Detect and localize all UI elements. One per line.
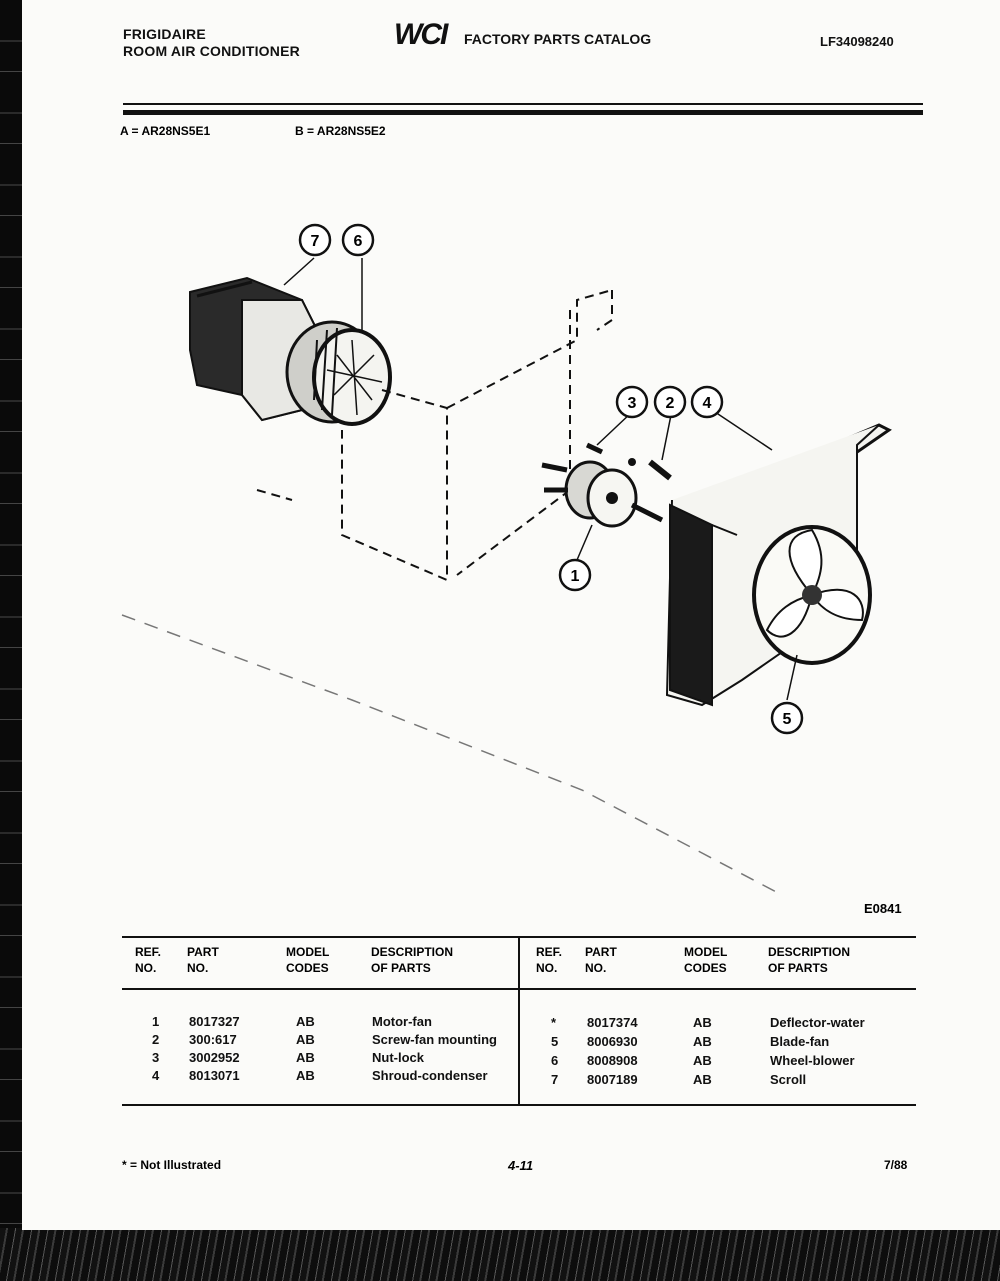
table-cell-ref: 7	[551, 1072, 559, 1087]
catalog-title: FACTORY PARTS CATALOG	[464, 31, 652, 47]
svg-text:7: 7	[311, 233, 320, 250]
table-cell-model: AB	[693, 1053, 712, 1068]
svg-text:3: 3	[628, 395, 637, 412]
table-cell-part: 300:617	[189, 1032, 237, 1047]
model-b-label: B = AR28NS5E2	[295, 124, 386, 138]
callout-7: 7	[298, 223, 332, 257]
scan-border-left	[0, 0, 22, 1281]
scan-artifact-line	[121, 614, 783, 896]
header-rule-thick	[123, 110, 923, 115]
table-cell-part: 8007189	[587, 1072, 638, 1087]
table-bottom-rule	[122, 1104, 916, 1106]
table-cell-desc: Scroll	[770, 1072, 807, 1087]
table-cell-model: AB	[296, 1068, 315, 1083]
table-cell-part: 8017327	[189, 1014, 240, 1029]
table-cell-part: 8008908	[587, 1053, 638, 1068]
doc-number: LF34098240	[820, 34, 894, 49]
table-divider	[518, 938, 520, 1104]
callout-1: 1	[558, 558, 592, 592]
header-ref-no-right: REF.NO.	[536, 945, 563, 975]
not-illustrated-note: * = Not Illustrated	[122, 1158, 222, 1172]
table-cell-model: AB	[296, 1032, 315, 1047]
model-a-label: A = AR28NS5E1	[120, 124, 211, 138]
blower-wheel-part	[285, 320, 392, 426]
callout-4: 4	[690, 385, 724, 419]
brand-name: FRIGIDAIRE	[123, 26, 206, 42]
table-cell-ref: 5	[551, 1034, 559, 1049]
callout-3: 3	[615, 385, 649, 419]
table-cell-part: 8006930	[587, 1034, 638, 1049]
table-cell-ref: 3	[152, 1050, 160, 1065]
scan-border-bottom	[0, 1228, 1000, 1281]
table-cell-part: 8017374	[587, 1015, 638, 1030]
table-cell-ref: *	[551, 1015, 557, 1030]
product-type: ROOM AIR CONDITIONER	[123, 43, 300, 59]
table-cell-desc: Nut-lock	[372, 1050, 424, 1065]
callout-6: 6	[341, 223, 375, 257]
table-cell-desc: Wheel-blower	[770, 1053, 855, 1068]
svg-text:1: 1	[571, 568, 580, 585]
svg-text:5: 5	[783, 711, 792, 728]
table-cell-ref: 1	[152, 1014, 160, 1029]
header-rule-thin	[123, 103, 923, 105]
exploded-parts-diagram: 7 6 3 2 4 1 5	[121, 223, 892, 896]
screw-and-nut-parts	[585, 442, 672, 481]
table-cell-model: AB	[693, 1072, 712, 1087]
table-cell-desc: Blade-fan	[770, 1034, 830, 1049]
table-cell-desc: Screw-fan mounting	[372, 1032, 497, 1047]
table-cell-part: 3002952	[189, 1050, 240, 1065]
table-cell-desc: Shroud-condenser	[372, 1068, 488, 1083]
table-cell-ref: 2	[152, 1032, 160, 1047]
table-cell-desc: Motor-fan	[372, 1014, 432, 1029]
table-cell-model: AB	[693, 1034, 712, 1049]
motor-fan-part	[541, 460, 664, 528]
header-ref-no: REF.NO.	[135, 945, 162, 975]
brand-block: FRIGIDAIRE ROOM AIR CONDITIONER	[123, 26, 300, 60]
catalog-date: 7/88	[884, 1158, 908, 1172]
table-cell-model: AB	[296, 1014, 315, 1029]
table-cell-model: AB	[693, 1015, 712, 1030]
table-cell-model: AB	[296, 1050, 315, 1065]
table-cell-ref: 6	[551, 1053, 559, 1068]
table-cell-desc: Deflector-water	[770, 1015, 865, 1030]
table-cell-ref: 4	[152, 1068, 160, 1083]
callout-5: 5	[770, 701, 804, 735]
table-top-rule	[122, 936, 916, 938]
figure-code: E0841	[864, 901, 902, 916]
svg-text:6: 6	[354, 233, 363, 250]
callout-leaders	[283, 257, 798, 701]
svg-text:2: 2	[666, 395, 675, 412]
page-number: 4-11	[508, 1158, 534, 1173]
svg-text:4: 4	[703, 395, 712, 412]
fan-blade-part	[752, 525, 872, 665]
wci-logo: WCI	[394, 18, 448, 51]
callout-2: 2	[653, 385, 687, 419]
table-cell-part: 8013071	[189, 1068, 240, 1083]
catalog-page: FRIGIDAIRE ROOM AIR CONDITIONER WCI FACT…	[22, 0, 1000, 1230]
